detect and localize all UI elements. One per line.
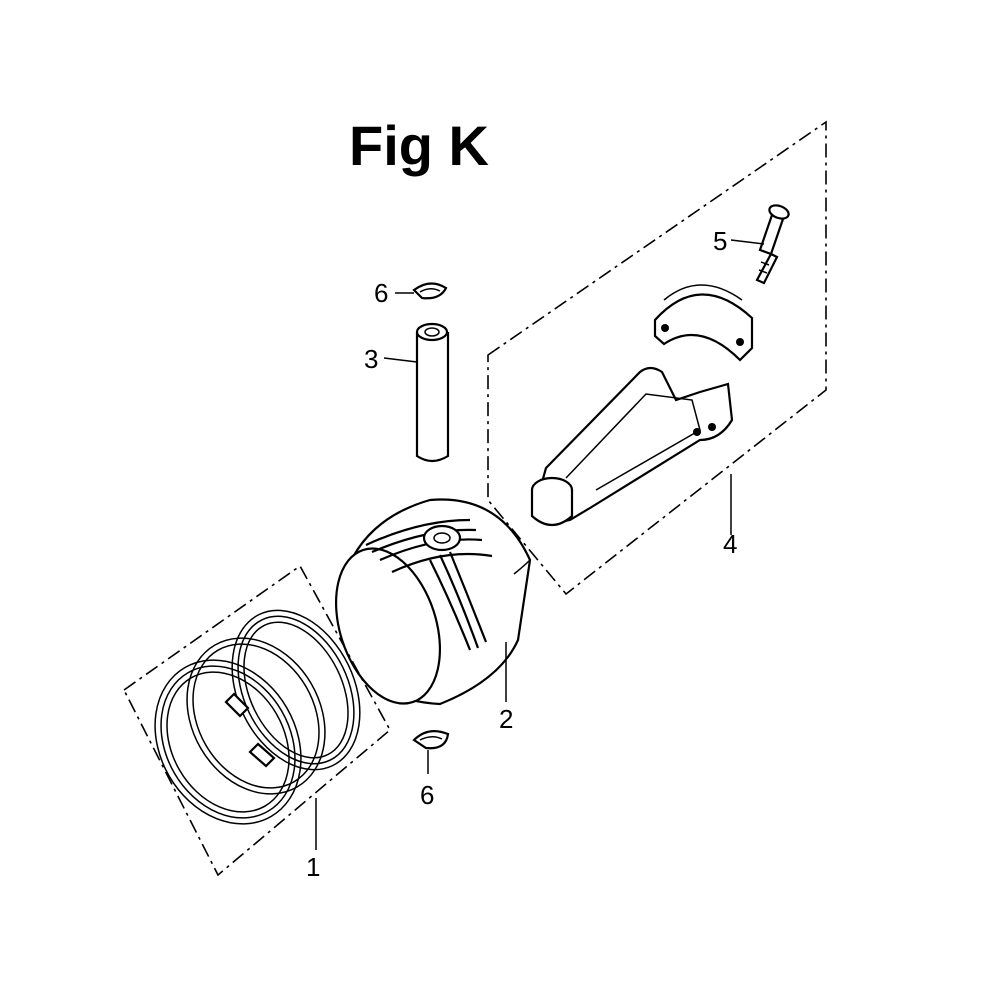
rod-bolt <box>755 204 790 285</box>
figure-title: Fig K <box>349 114 489 177</box>
callout-6-top: 6 <box>374 278 388 308</box>
callout-4: 4 <box>723 529 737 559</box>
callout-5: 5 <box>713 226 727 256</box>
connecting-rod-frame <box>487 120 827 596</box>
rod-cap <box>653 284 754 362</box>
piston-ring-middle <box>186 637 326 795</box>
pin-clip-top <box>412 282 448 300</box>
piston-pin <box>415 322 450 463</box>
piston-ring-front <box>154 659 302 825</box>
connecting-rod <box>530 366 734 527</box>
connecting-rod-group <box>487 120 827 596</box>
piston-ring-group <box>122 564 392 877</box>
leader-lines <box>315 239 765 850</box>
callout-2: 2 <box>499 704 513 734</box>
piston <box>334 498 532 706</box>
piston-ring-oil <box>231 609 361 771</box>
piston-ring-frame <box>122 564 392 877</box>
callout-6-bottom: 6 <box>420 780 434 810</box>
callouts: 1 2 3 4 5 6 6 <box>306 226 737 882</box>
callout-3: 3 <box>364 344 378 374</box>
callout-1: 1 <box>306 852 320 882</box>
pin-clip-bottom <box>412 729 450 750</box>
